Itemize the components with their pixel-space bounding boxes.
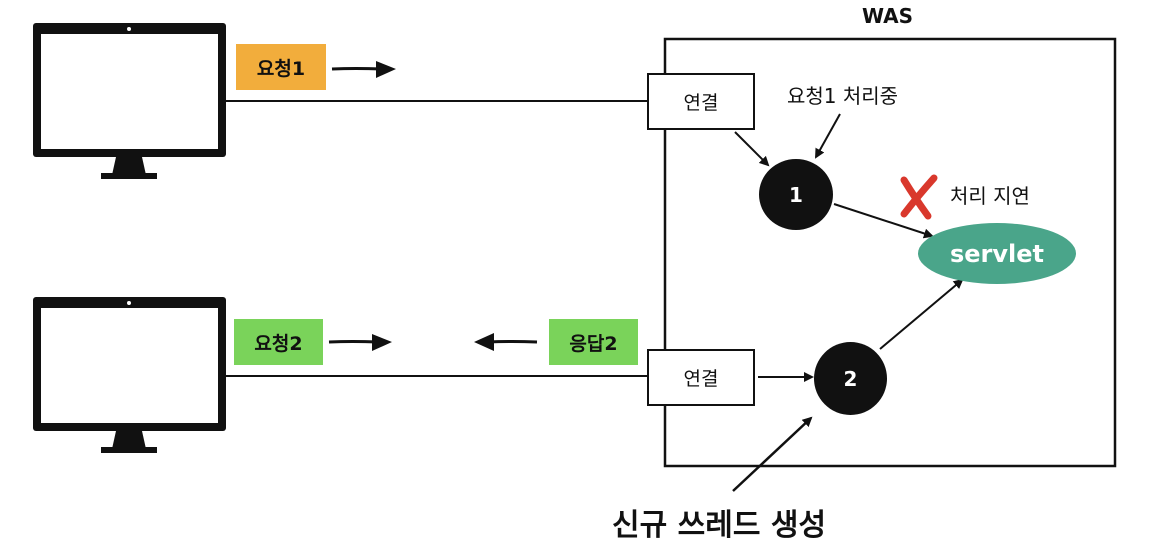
thread-node-2: 2 (814, 342, 887, 415)
request-tag-2: 요청2 (234, 319, 323, 365)
arrow-annotation-thread1 (815, 113, 841, 159)
arrow-newthread-thread2 (732, 416, 813, 492)
monitor-icon (33, 23, 226, 179)
arrow-conn1-thread1 (734, 131, 770, 167)
arrow-thread2-servlet (879, 278, 964, 350)
new-thread-label: 신규 쓰레드 생성 (612, 508, 827, 543)
x-mark-icon (900, 174, 938, 220)
connection-box-1: 연결 (647, 73, 755, 130)
thread1-annotation: 요청1 처리중 (787, 84, 899, 108)
request-tag-1: 요청1 (236, 44, 326, 90)
request-arrow-2 (328, 334, 392, 351)
was-label: WAS (862, 4, 914, 28)
arrow-thread1-servlet (833, 203, 934, 239)
connection-box-2: 연결 (647, 349, 755, 406)
servlet-node: servlet (918, 223, 1076, 284)
request-arrow-1 (331, 61, 396, 78)
was-box (663, 37, 1117, 468)
delay-label: 처리 지연 (950, 184, 1030, 208)
thread-node-1: 1 (759, 159, 833, 230)
response-arrow-2 (474, 333, 538, 351)
monitor-icon (33, 297, 226, 453)
response-tag-2: 응답2 (549, 319, 638, 365)
